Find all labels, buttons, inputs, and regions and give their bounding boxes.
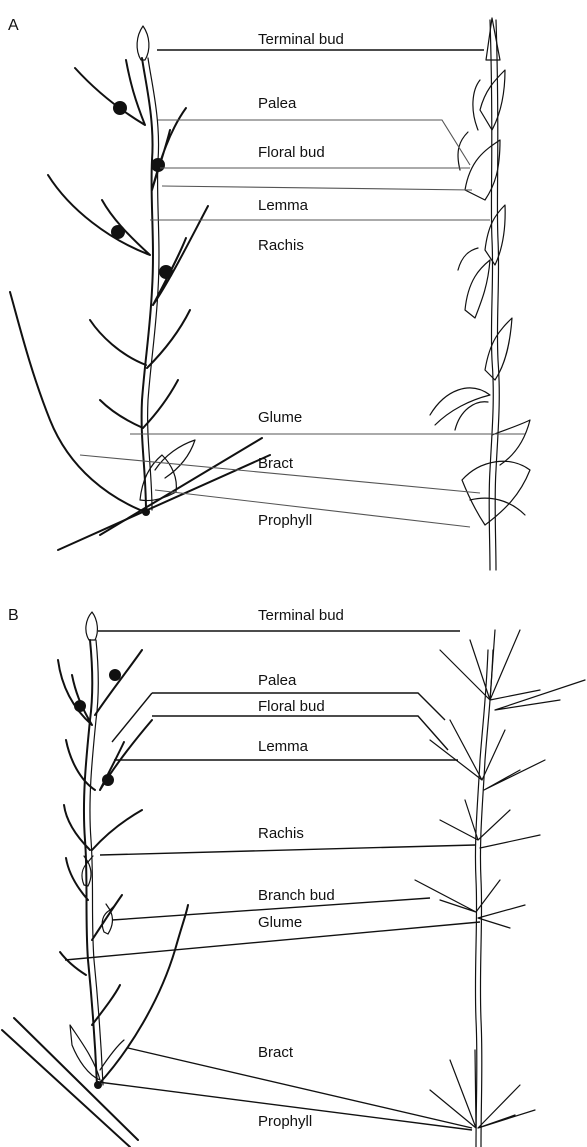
panel-b-label-rachis: Rachis — [258, 825, 304, 842]
panel-b-plant-drawing — [415, 630, 585, 1147]
panel-a-spikelet-1 — [75, 60, 145, 125]
panel-b-spikelet-6 — [60, 952, 86, 975]
panel-b-floral-bud-dot-1 — [74, 700, 86, 712]
panel-a-spikelet-6 — [100, 380, 178, 428]
panel-a-spikelet-4 — [153, 206, 208, 305]
panel-b-schematic — [2, 612, 188, 1147]
panel-a: A — [8, 17, 530, 570]
panel-b-label-floral-bud: Floral bud — [258, 698, 325, 715]
panel-b-spikelet-4 — [66, 858, 88, 900]
panel-a-floral-bud-dot-2 — [151, 158, 165, 172]
panel-a-label-terminal-bud: Terminal bud — [258, 31, 344, 48]
panel-a-leader-prophyll — [155, 490, 470, 527]
panel-a-terminal-bud-icon — [137, 26, 149, 60]
panel-a-plant-floret-4 — [458, 248, 490, 318]
panel-a-leader-floral-bud-2 — [162, 186, 472, 190]
panel-a-label-prophyll: Prophyll — [258, 512, 312, 529]
panel-b-stem-branch-upper — [14, 1018, 138, 1140]
panel-a-bract-curve — [10, 292, 145, 512]
panel-b-label-prophyll: Prophyll — [258, 1113, 312, 1130]
panel-b-glume-leaf — [100, 1040, 124, 1070]
panel-a-spikelet-3 — [48, 175, 150, 255]
panel-a-floral-bud-dot-3 — [111, 225, 125, 239]
panel-b-floral-bud-dot-2 — [109, 669, 121, 681]
panel-a-plant-tip — [486, 18, 500, 60]
panel-a-schematic — [10, 26, 270, 550]
panel-a-rachis — [142, 58, 153, 512]
panel-a-label-floral-bud: Floral bud — [258, 144, 325, 161]
panel-a-label-palea: Palea — [258, 95, 297, 112]
panel-a-node — [142, 508, 150, 516]
panel-b-stem-branch-lower — [2, 1030, 130, 1147]
panel-a-plant-drawing — [430, 18, 530, 570]
panel-b-leader-rachis — [100, 845, 475, 855]
panel-b-letter: B — [8, 607, 19, 624]
panel-a-stem-branch-lower — [58, 455, 270, 550]
panel-b-label-glume: Glume — [258, 914, 302, 931]
panel-b-plant-spikelet-4 — [415, 880, 525, 928]
panel-b-spikelet-7 — [92, 985, 120, 1025]
panel-b-plant-spikelet-3 — [440, 800, 540, 848]
panel-b-leader-palea-to-spikelet — [112, 693, 152, 742]
panel-b-label-terminal-bud: Terminal bud — [258, 607, 344, 624]
panel-a-label-lemma: Lemma — [258, 197, 309, 214]
panel-b-label-branch-bud: Branch bud — [258, 887, 335, 904]
panel-a-leader-lines — [80, 50, 525, 527]
panel-a-glume-leaf — [155, 440, 195, 478]
panel-a-plant-floret-3 — [485, 205, 505, 265]
panel-a-label-bract: Bract — [258, 455, 294, 472]
panel-b-spikelet-3 — [64, 805, 142, 850]
panel-b-plant-spikelet-base — [430, 1050, 535, 1128]
panel-b-label-lemma: Lemma — [258, 738, 309, 755]
panel-b-branch-bud-icon-1 — [82, 856, 93, 886]
panel-b-bract-curve — [98, 905, 188, 1085]
panel-b-label-bract: Bract — [258, 1044, 294, 1061]
panel-a-floral-bud-dot-1 — [113, 101, 127, 115]
panel-a-plant-floret-6 — [430, 388, 490, 430]
panel-a-spikelet-5 — [90, 310, 190, 368]
panel-b-plant-spikelet-top — [440, 630, 585, 710]
panel-a-label-rachis: Rachis — [258, 237, 304, 254]
panel-a-letter: A — [8, 17, 19, 34]
panel-b-floral-bud-dot-3 — [102, 774, 114, 786]
panel-a-plant-floret-1 — [473, 70, 505, 130]
panel-b-spikelet-1 — [58, 650, 142, 725]
panel-a-floral-bud-dot-4 — [159, 265, 173, 279]
panel-a-plant-stem — [489, 20, 493, 570]
panel-b: B — [2, 607, 585, 1147]
panel-b-label-palea: Palea — [258, 672, 297, 689]
panel-a-plant-stem-edge — [495, 20, 499, 570]
panel-b-terminal-bud-icon — [86, 612, 98, 640]
panel-a-label-glume: Glume — [258, 409, 302, 426]
